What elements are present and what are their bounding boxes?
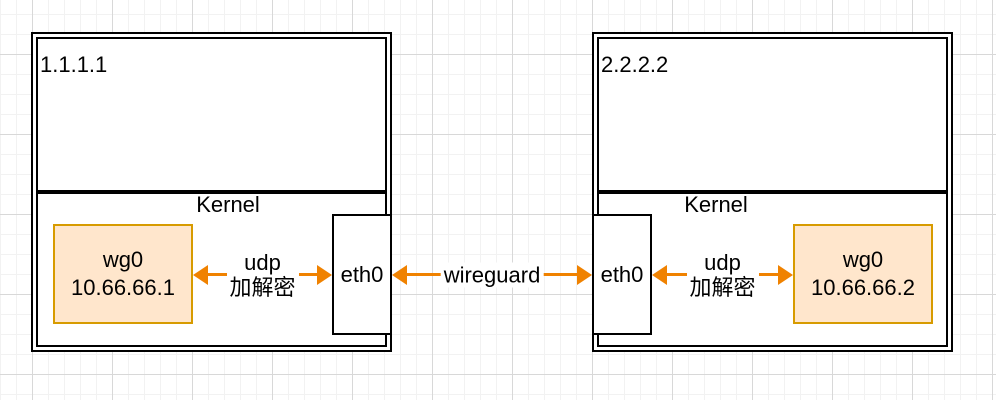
host-1-ip-label: 1.1.1.1 — [40, 52, 108, 77]
udp-label-line2: 加解密 — [229, 275, 296, 300]
host-2-eth0-node: eth0 — [592, 214, 652, 335]
udp-arrow-right-label: udp 加解密 — [686, 250, 759, 300]
host-1-eth0-name: eth0 — [340, 261, 384, 287]
arrowhead-right-icon — [577, 265, 592, 285]
arrowhead-right-icon — [317, 265, 332, 285]
host-2-eth0-name: eth0 — [600, 261, 644, 287]
host-1-wg0-node: wg0 10.66.66.1 — [53, 224, 193, 324]
udp-arrow-left-label: udp 加解密 — [226, 250, 299, 300]
arrowhead-left-icon — [392, 265, 407, 285]
host-2-wg0-node: wg0 10.66.66.2 — [793, 224, 933, 324]
wireguard-arrow-label: wireguard — [440, 262, 544, 288]
host-2-wg0-name: wg0 — [842, 247, 884, 272]
arrowhead-left-icon — [652, 265, 667, 285]
host-2-kernel-label: Kernel — [684, 192, 748, 217]
host-2-public-section: 2.2.2.2 — [597, 37, 948, 192]
host-1-kernel-label: Kernel — [196, 192, 260, 217]
udp-label-line1: udp — [704, 250, 741, 275]
wireguard-label-text: wireguard — [443, 262, 541, 288]
host-2-ip-label: 2.2.2.2 — [601, 52, 669, 77]
host-1-wg0-name: wg0 — [102, 247, 144, 272]
host-2-wg0-address: 10.66.66.2 — [811, 275, 915, 300]
host-1-public-section: 1.1.1.1 — [36, 37, 387, 192]
host-1-eth0-node: eth0 — [332, 214, 392, 335]
arrowhead-left-icon — [193, 265, 208, 285]
udp-arrow-right: udp 加解密 — [652, 250, 793, 300]
udp-arrow-left: udp 加解密 — [193, 250, 332, 300]
udp-label-line1: udp — [244, 250, 281, 275]
wireguard-arrow: wireguard — [392, 259, 592, 291]
udp-label-line2: 加解密 — [689, 275, 756, 300]
host-1-wg0-address: 10.66.66.1 — [71, 275, 175, 300]
arrowhead-right-icon — [778, 265, 793, 285]
